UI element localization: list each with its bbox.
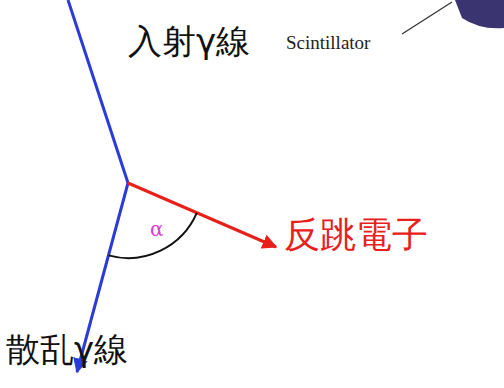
ray-label: 散乱γ線	[6, 330, 128, 369]
part-name: Scintillator	[286, 32, 370, 54]
angle-label: α	[150, 218, 164, 241]
ray-label: 入射γ線	[128, 22, 250, 61]
recoil-electron	[128, 183, 276, 247]
electron-label: 反跳電子	[284, 214, 428, 255]
scintillator-body	[455, 0, 504, 28]
angle-arc	[108, 213, 196, 258]
incident-ray	[68, 0, 128, 183]
leader-line	[402, 2, 452, 34]
